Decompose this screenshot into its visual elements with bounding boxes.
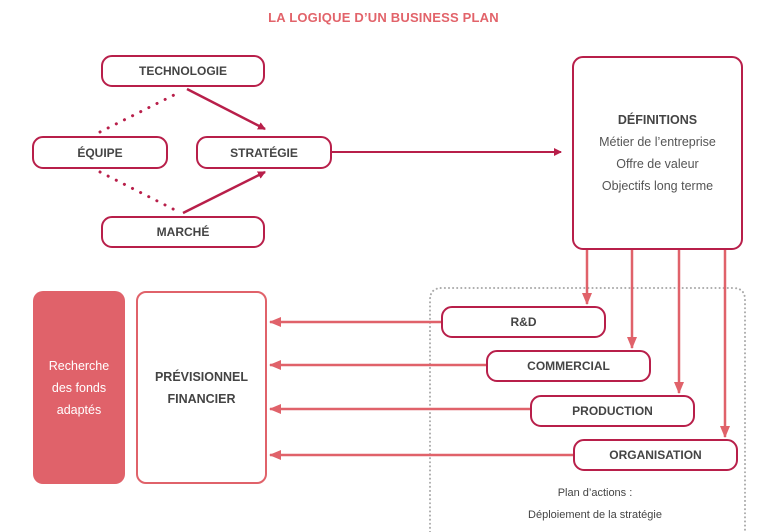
node-equipe: ÉQUIPE [32,136,168,169]
financial-forecast-line: PRÉVISIONNEL [154,369,249,384]
diagram-title: LA LOGIQUE D’UN BUSINESS PLAN [268,10,499,25]
node-label: MARCHÉ [156,225,210,239]
action-plan-line: Déploiement de la stratégie [528,509,662,521]
definitions-line: Offre de valeur [616,157,699,171]
definitions-line: Objectifs long terme [601,179,714,193]
definitions-heading: DÉFINITIONS [617,113,698,127]
node-rd: R&D [441,306,606,338]
node-production: PRODUCTION [530,395,695,427]
node-label: STRATÉGIE [230,145,298,160]
dotted-link-equipe-marche [98,170,177,212]
node-fund-search: Recherche des fonds adaptés [33,291,125,484]
node-organisation: ORGANISATION [573,439,738,471]
node-commercial: COMMERCIAL [486,350,651,382]
node-technologie: TECHNOLOGIE [101,55,265,87]
fund-search-line: des fonds [51,380,107,395]
node-definitions: DÉFINITIONS Métier de l’entreprise Offre… [572,56,743,250]
arrow-marche-strategie [182,170,266,215]
dotted-link-equipe-technologie [98,90,182,134]
node-financial-forecast: PRÉVISIONNEL FINANCIER [136,291,267,484]
node-label: R&D [510,315,537,329]
node-label: ORGANISATION [609,448,702,462]
node-marche: MARCHÉ [101,216,265,248]
node-label: ÉQUIPE [77,145,123,160]
node-label: COMMERCIAL [527,359,610,373]
fund-search-line: Recherche [48,358,110,373]
definitions-line: Métier de l’entreprise [599,135,716,149]
fund-search-line: adaptés [56,402,102,417]
action-plan-caption: Plan d’actions : Déploiement de la strat… [440,482,750,526]
node-label: TECHNOLOGIE [138,64,227,78]
node-strategie: STRATÉGIE [196,136,332,169]
node-label: PRODUCTION [572,404,653,418]
arrow-technologie-strategie [186,87,266,131]
financial-forecast-line: FINANCIER [167,391,236,406]
action-plan-line: Plan d’actions : [557,487,633,499]
